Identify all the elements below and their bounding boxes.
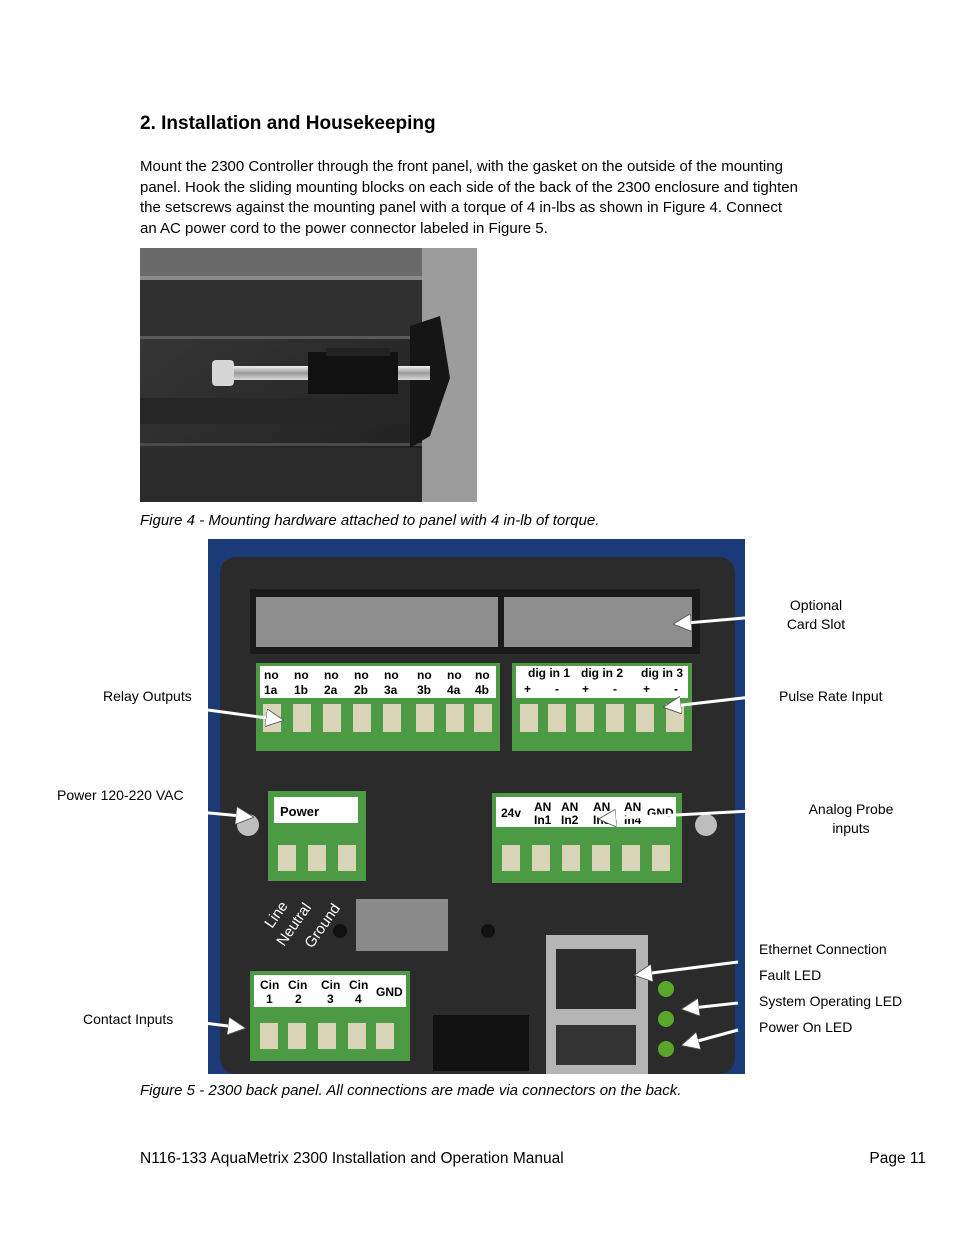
callout-pulse-rate-input: Pulse Rate Input: [779, 688, 883, 704]
dig-sign: -: [555, 682, 559, 696]
cin-label: Cin: [321, 978, 340, 992]
analog-sublabel: In4: [624, 813, 642, 827]
callout-system-led: System Operating LED: [759, 993, 903, 1009]
callout-power-led: Power On LED: [759, 1019, 853, 1035]
analog-label: 24v: [501, 806, 521, 820]
dig-sign: +: [524, 682, 531, 696]
relay-label-bottom: 2b: [354, 683, 368, 697]
callout-contact-inputs: Contact Inputs: [83, 1011, 174, 1027]
fault-led: [658, 981, 674, 997]
dig-sign: +: [582, 682, 589, 696]
analog-label: AN: [624, 800, 641, 814]
system-operating-led: [658, 1011, 674, 1027]
body-paragraph: Mount the 2300 Controller through the fr…: [140, 158, 798, 237]
relay-label-bottom: 2a: [324, 683, 338, 697]
dig-label: dig in 2: [581, 666, 623, 680]
relay-label-top: no: [264, 668, 279, 682]
ethernet-port: [556, 949, 636, 1009]
relay-label-bottom: 1a: [264, 683, 278, 697]
power-connector-label: Power: [280, 804, 319, 819]
callout-relay-outputs: Relay Outputs: [103, 688, 192, 704]
relay-label-top: no: [384, 668, 399, 682]
power-connector: Power: [268, 791, 366, 881]
digital-input-connector: dig in 1 dig in 2 dig in 3 + - + - + -: [512, 663, 692, 751]
relay-label-top: no: [447, 668, 462, 682]
relay-label-top: no: [294, 668, 309, 682]
dig-sign: -: [613, 682, 617, 696]
relay-label-top: no: [475, 668, 490, 682]
relay-label-bottom: 3b: [417, 683, 431, 697]
dig-label: dig in 3: [641, 666, 683, 680]
figure5-caption: Figure 5 - 2300 back panel. All connecti…: [140, 1082, 682, 1099]
cin-number: 4: [355, 992, 362, 1006]
cin-label: Cin: [260, 978, 279, 992]
cin-label: Cin: [349, 978, 368, 992]
analog-label: AN: [593, 800, 610, 814]
cin-number: 1: [266, 992, 273, 1006]
analog-label: GND: [647, 806, 674, 820]
relay-label-bottom: 1b: [294, 683, 308, 697]
cin-label: Cin: [288, 978, 307, 992]
relay-label-top: no: [417, 668, 432, 682]
cin-label: GND: [376, 985, 403, 999]
contact-input-connector: Cin Cin Cin Cin GND 1 2 3 4: [250, 971, 410, 1061]
callout-fault-led: Fault LED: [759, 967, 822, 983]
callout-optional-card-slot: Optional Card Slot: [786, 597, 846, 632]
callout-ethernet: Ethernet Connection: [759, 941, 887, 957]
relay-label-bottom: 4a: [447, 683, 461, 697]
dig-sign: -: [674, 682, 678, 696]
analog-sublabel: In1: [534, 813, 552, 827]
power-on-led: [658, 1041, 674, 1057]
section-heading: 2. Installation and Housekeeping: [140, 113, 436, 134]
dig-label: dig in 1: [528, 666, 570, 680]
analog-sublabel: In2: [561, 813, 579, 827]
relay-label-bottom: 3a: [384, 683, 398, 697]
relay-output-connector: no no no no no no no no 1a 1b 2a 2b 3a 3…: [256, 663, 500, 751]
back-panel-photo: no no no no no no no no 1a 1b 2a 2b 3a 3…: [208, 539, 745, 1074]
analog-label: AN: [561, 800, 578, 814]
relay-label-bottom: 4b: [475, 683, 489, 697]
cin-number: 2: [295, 992, 302, 1006]
dig-sign: +: [643, 682, 650, 696]
mounting-hardware-photo: [140, 248, 477, 502]
footer-page-number: Page 11: [869, 1150, 926, 1167]
footer-title: N116-133 AquaMetrix 2300 Installation an…: [140, 1150, 564, 1167]
relay-label-top: no: [324, 668, 339, 682]
cin-number: 3: [327, 992, 334, 1006]
callout-power: Power 120-220 VAC: [57, 787, 184, 803]
analog-label: AN: [534, 800, 551, 814]
callout-analog-probe: Analog Probe inputs: [808, 801, 894, 836]
usb-port: [556, 1025, 636, 1065]
figure4-caption: Figure 4 - Mounting hardware attached to…: [140, 512, 600, 529]
analog-input-connector: 24v AN AN AN AN GND In1 In2 In3 In4: [492, 793, 682, 883]
relay-label-top: no: [354, 668, 369, 682]
analog-sublabel: In3: [593, 813, 611, 827]
